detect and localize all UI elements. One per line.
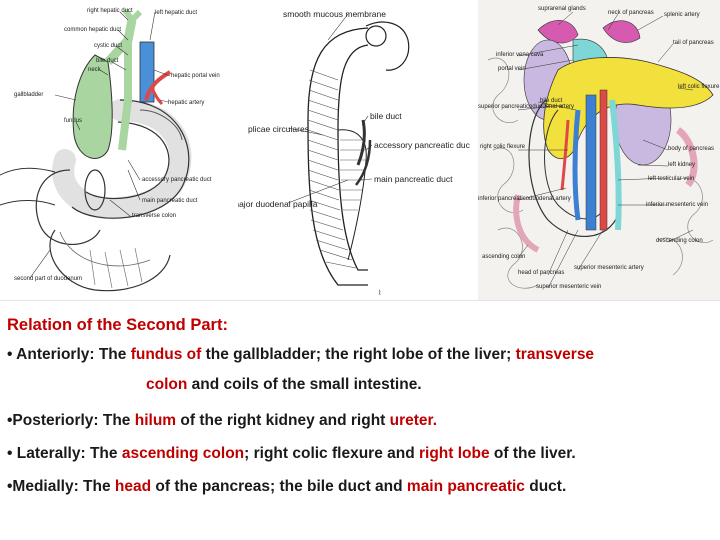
- label-fundus: fundus: [64, 118, 83, 124]
- label-accessory-pancreatic-duct-mid: accessory pancreatic duct: [374, 140, 470, 150]
- label-bile-duct-mid: bile duct: [370, 111, 402, 121]
- label-inferior-pancreaticoduodenal-artery: inferior pancreaticoduodenal artery: [478, 196, 571, 202]
- posterior-relations-illustration: [487, 11, 714, 289]
- label-gallbladder: gallbladder: [14, 92, 44, 98]
- medial-text-2: of the pancreas; the bile duct and: [151, 478, 407, 495]
- figure-text-divider: [0, 300, 720, 301]
- label-bile-duct: bile duct: [96, 58, 119, 64]
- label-body-of-pancreas: body of pancreas: [668, 146, 715, 152]
- label-transverse-colon: transverse colon: [132, 213, 177, 219]
- anterior-text-3: and coils of the small intestine.: [187, 376, 422, 393]
- anterior-highlight-transverse: transverse: [515, 346, 595, 363]
- anterior-relation-line2: colon and coils of the small intestine.: [146, 376, 422, 394]
- medial-highlight-head: head: [114, 478, 152, 495]
- duodenum-interior-illustration: ⌇: [287, 13, 410, 297]
- label-hepatic-portal-vein: hepatic portal vein: [171, 73, 220, 79]
- label-hepatic-artery: hepatic artery: [168, 100, 205, 106]
- label-tail-of-pancreas: tail of pancreas: [673, 40, 714, 46]
- label-portal-vein: portal vein: [498, 66, 526, 72]
- lateral-text-2: ; right colic flexure and: [244, 445, 419, 462]
- label-ascending-colon: ascending colon: [482, 254, 526, 260]
- label-common-hepatic-duct: common hepatic duct: [64, 27, 122, 33]
- svg-text:⌇: ⌇: [378, 289, 381, 297]
- label-main-pancreatic-duct-mid: main pancreatic duct: [374, 174, 453, 184]
- label-smooth-mucous-membrane: smooth mucous membrane: [283, 9, 386, 19]
- lateral-text-3: of the liver.: [489, 445, 576, 462]
- lateral-highlight-right-lobe: right lobe: [418, 445, 490, 462]
- label-second-part-of-duodenum: second part of duodenum: [14, 276, 83, 282]
- label-inferior-mesenteric-vein: inferior mesenteric vein: [646, 202, 709, 208]
- biliary-duodenum-diagram: right hepatic duct left hepatic duct com…: [0, 0, 230, 300]
- label-neck: neck: [88, 67, 101, 73]
- lateral-relation: • Laterally: The ascending colon; right …: [7, 445, 576, 463]
- label-accessory-pancreatic-duct: accessory pancreatic duct: [142, 177, 212, 183]
- label-superior-pancreaticoduodenal-artery: superior pancreaticoduodenal artery: [478, 104, 575, 110]
- label-inferior-vena-cava: inferior vena cava: [496, 52, 544, 58]
- duodenum-interior-diagram: ⌇ smooth mucous membrane bile duct plica…: [238, 0, 470, 300]
- anterior-text-2: the gallbladder; the right lobe of the l…: [201, 346, 516, 363]
- label-superior-mesenteric-vein: superior mesenteric vein: [536, 284, 602, 290]
- posterior-highlight-ureter: ureter.: [389, 412, 438, 429]
- posterior-relations-diagram: suprarenal glands neck of pancreas splen…: [478, 0, 720, 300]
- label-superior-mesenteric-artery: superior mesenteric artery: [574, 265, 644, 271]
- medial-highlight-main-pancreatic: main pancreatic: [406, 478, 525, 495]
- label-left-hepatic-duct: left hepatic duct: [155, 10, 198, 16]
- label-right-hepatic-duct: right hepatic duct: [87, 8, 133, 14]
- posterior-relation: •Posteriorly: The hilum of the right kid…: [7, 412, 437, 430]
- anterior-highlight-colon: colon: [146, 376, 188, 393]
- label-left-kidney: left kidney: [668, 162, 696, 168]
- biliary-duodenum-illustration: [0, 8, 192, 292]
- label-suprarenal-glands: suprarenal glands: [538, 6, 586, 12]
- label-left-testicular-vein: left testicular vein: [648, 176, 695, 182]
- label-cystic-duct: cystic duct: [94, 43, 123, 49]
- label-left-colic-flexure: left colic flexure: [678, 84, 720, 90]
- medial-text-3: duct.: [524, 478, 567, 495]
- label-neck-of-pancreas: neck of pancreas: [608, 10, 654, 16]
- medial-relation: •Medially: The head of the pancreas; the…: [7, 478, 566, 496]
- section-heading: Relation of the Second Part:: [7, 316, 228, 334]
- label-bile-duct-right: bile duct: [540, 98, 563, 104]
- anterior-text-1: • Anteriorly: The: [7, 346, 131, 363]
- posterior-text-2: of the right kidney and right: [176, 412, 390, 429]
- label-plicae-circulares: plicae circulares: [248, 124, 309, 134]
- label-descending-colon: descending colon: [656, 238, 703, 244]
- anterior-highlight-fundus: fundus of: [130, 346, 202, 363]
- relations-text: Relation of the Second Part: • Anteriorl…: [0, 302, 720, 540]
- posterior-highlight-hilum: hilum: [134, 412, 177, 429]
- lateral-text-1: • Laterally: The: [7, 445, 122, 462]
- label-splenic-artery: splenic artery: [664, 12, 700, 18]
- label-main-pancreatic-duct: main pancreatic duct: [142, 198, 198, 204]
- medial-text-1: •Medially: The: [7, 478, 115, 495]
- label-major-duodenal-papilla: major duodenal papilla: [238, 199, 318, 209]
- anterior-relation-line1: • Anteriorly: The fundus of the gallblad…: [7, 346, 594, 364]
- posterior-text-1: •Posteriorly: The: [7, 412, 135, 429]
- label-head-of-pancreas: head of pancreas: [518, 270, 565, 276]
- label-right-colic-flexure: right colic flexure: [480, 144, 526, 150]
- anatomical-figures: right hepatic duct left hepatic duct com…: [0, 0, 720, 300]
- lateral-highlight-ascending-colon: ascending colon: [121, 445, 245, 462]
